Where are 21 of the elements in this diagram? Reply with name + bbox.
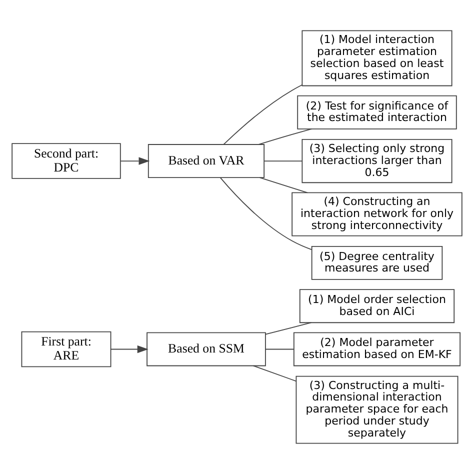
connector — [220, 177, 312, 250]
node-box: Based on SSM — [146, 332, 266, 366]
connector — [265, 348, 294, 350]
node-box: (3) Constructing a multi-dimensional interaction parameter space for each period under study separately — [296, 376, 458, 444]
node-box: (4) Constructing an interaction network for only strong interconnectivity — [292, 192, 462, 236]
arrow — [120, 157, 150, 165]
connector — [265, 322, 312, 335]
connector — [223, 84, 303, 145]
connector — [264, 160, 302, 162]
connector — [252, 365, 297, 382]
node-box: (1) Model interaction parameter estimation selection based on least squares estimation — [302, 30, 452, 86]
node-box: Based on VAR — [148, 144, 265, 178]
node-box: (3) Selecting only strong interactions larger than 0.65 — [302, 139, 452, 184]
node-box: (1) Model order selection based on AICi — [299, 289, 455, 324]
connector — [258, 128, 312, 145]
arrow — [110, 345, 148, 354]
node-box: First part: ARE — [21, 331, 112, 368]
node-box: Second part: DPC — [12, 143, 121, 179]
node-box: (2) Model parameter estimation based on EM-KF — [293, 332, 461, 366]
node-box: (5) Degree centrality measures are used — [311, 246, 443, 280]
node-box: (2) Test for significance of the estimated interaction — [297, 95, 457, 130]
